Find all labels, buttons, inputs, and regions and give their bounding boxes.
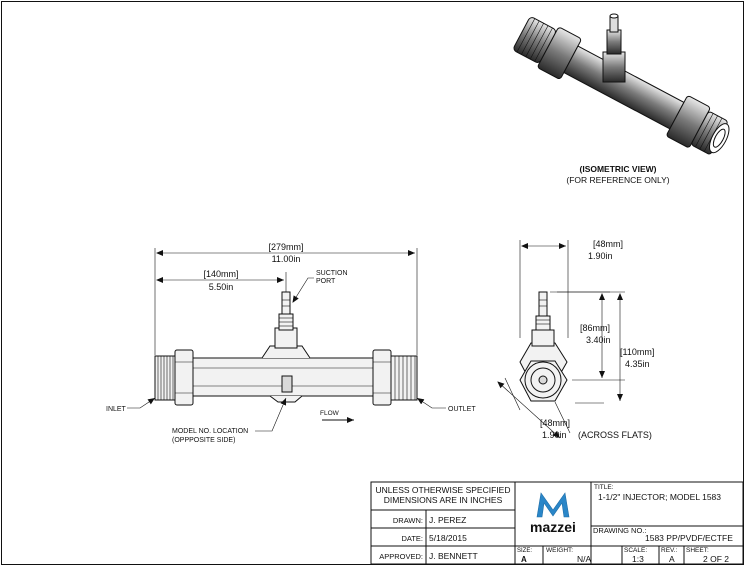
inlet-label: INLET [106, 406, 127, 413]
tb-size-value: A [521, 555, 527, 564]
tb-drawn-label: DRAWN: [393, 516, 423, 525]
side-view [497, 240, 625, 439]
tb-sheet-value: 2 OF 2 [703, 554, 729, 564]
tb-notes-line2: DIMENSIONS ARE IN INCHES [384, 495, 503, 505]
tb-size-label: SIZE: [517, 548, 532, 554]
side-width-mm: [48mm] [593, 239, 623, 249]
tb-title-label: TITLE: [594, 484, 614, 491]
iso-caption-sub: (FOR REFERENCE ONLY) [566, 175, 669, 185]
tb-rev-label: REV.: [661, 547, 678, 554]
side-height-in: 3.40in [586, 335, 611, 345]
model-location-label-1: MODEL NO. LOCATION [172, 428, 248, 435]
tb-approved-label: APPROVED: [379, 552, 423, 561]
front-length-mm: [279mm] [268, 242, 303, 252]
title-block [370, 481, 744, 565]
tb-drawn-value: J. PEREZ [429, 515, 466, 525]
model-location-label-2: (OPPPOSITE SIDE) [172, 437, 235, 444]
iso-caption-title: (ISOMETRIC VIEW) [580, 164, 657, 174]
tb-rev-value: A [669, 554, 675, 564]
front-view [127, 248, 446, 432]
tb-drawing-no-value: 1583 PP/PVDF/ECTFE [645, 533, 733, 543]
tb-drawing-no-label: DRAWING NO.: [593, 526, 646, 535]
tb-scale-value: 1:3 [632, 554, 644, 564]
side-flats-note: (ACROSS FLATS) [578, 430, 652, 440]
front-offset-mm: [140mm] [203, 269, 238, 279]
tb-logo-text: mazzei [530, 519, 576, 535]
tb-date-value: 5/18/2015 [429, 533, 467, 543]
tb-scale-label: SCALE: [624, 547, 647, 554]
side-height-mm: [86mm] [580, 323, 610, 333]
outlet-label: OUTLET [448, 406, 476, 413]
tb-date-label: DATE: [401, 534, 423, 543]
side-flats-in: 1.90in [542, 430, 567, 440]
suction-label-2: PORT [316, 278, 336, 285]
side-width-in: 1.90in [588, 251, 613, 261]
tb-weight-value: N/A [577, 554, 592, 564]
front-length-in: 11.00in [272, 254, 301, 264]
isometric-view [513, 13, 730, 155]
front-offset-in: 5.50in [209, 282, 234, 292]
side-total-mm: [110mm] [620, 347, 654, 357]
tb-notes-line1: UNLESS OTHERWISE SPECIFIED [376, 485, 511, 495]
tb-sheet-label: SHEET: [686, 547, 709, 554]
tb-weight-label: WEIGHT: [546, 547, 573, 554]
suction-label-1: SUCTION [316, 270, 348, 277]
flow-label: FLOW [320, 410, 340, 417]
side-flats-mm: [48mm] [540, 418, 570, 428]
mazzei-logo-mark [536, 492, 570, 518]
tb-title-value: 1-1/2" INJECTOR; MODEL 1583 [598, 492, 721, 502]
tb-approved-value: J. BENNETT [429, 551, 478, 561]
side-total-in: 4.35in [625, 359, 650, 369]
